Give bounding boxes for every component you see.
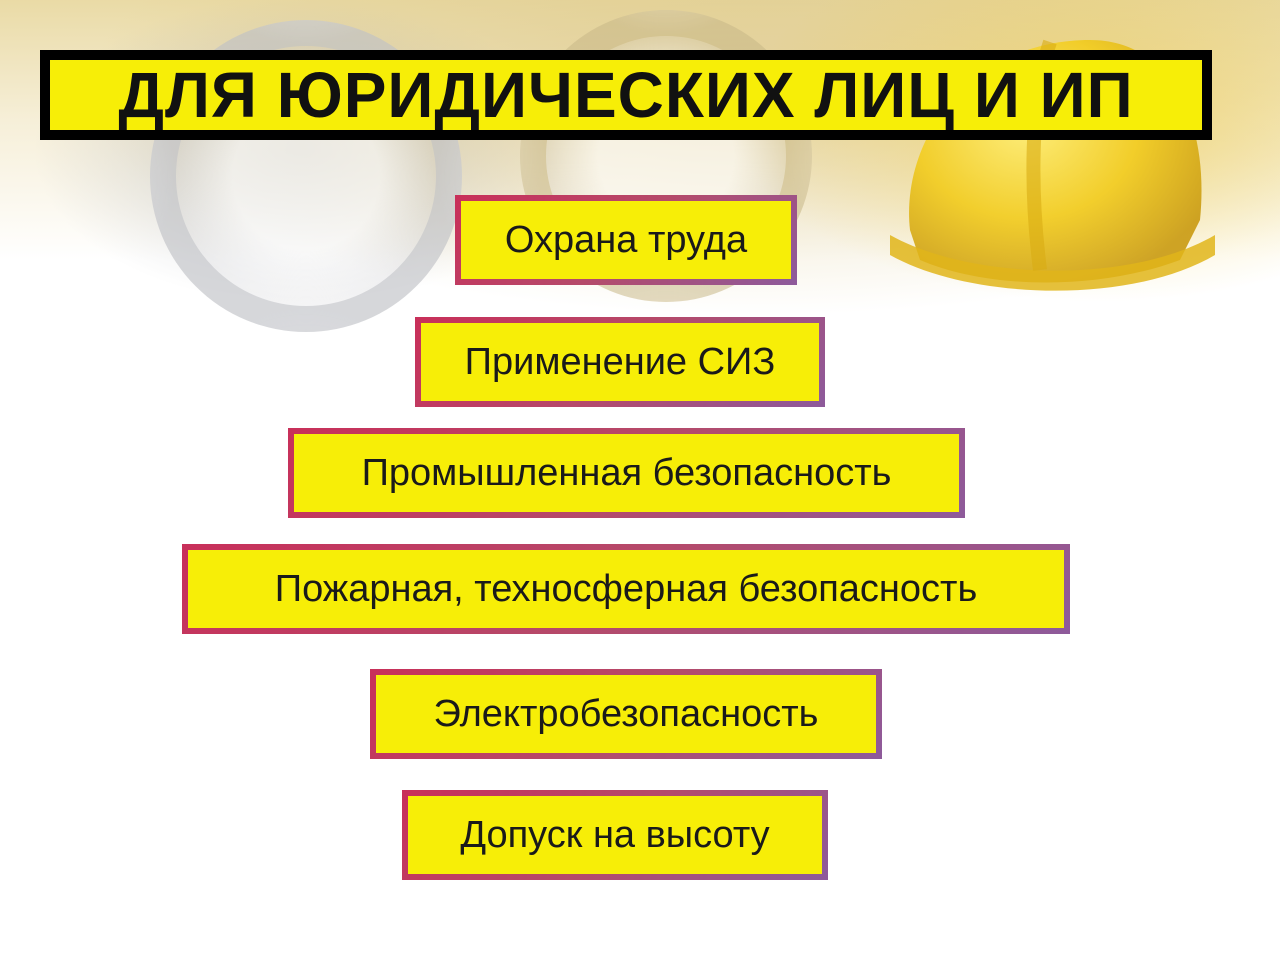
service-button-labor-safety[interactable]: Охрана труда <box>455 195 797 285</box>
service-button-ppe[interactable]: Применение СИЗ <box>415 317 825 407</box>
page-title-frame: ДЛЯ ЮРИДИЧЕСКИХ ЛИЦ И ИП <box>40 50 1212 140</box>
service-label: Охрана труда <box>504 218 748 261</box>
service-button-fire-safety[interactable]: Пожарная, техносферная безопасность <box>182 544 1070 634</box>
service-label: Применение СИЗ <box>464 340 776 383</box>
service-label: Пожарная, техносферная безопасность <box>274 567 978 610</box>
service-button-industrial-safety[interactable]: Промышленная безопасность <box>288 428 965 518</box>
service-label: Допуск на высоту <box>460 813 770 856</box>
service-label: Электробезопасность <box>433 692 819 735</box>
service-button-electrical-safety[interactable]: Электробезопасность <box>370 669 882 759</box>
page-title-box: ДЛЯ ЮРИДИЧЕСКИХ ЛИЦ И ИП <box>50 59 1202 131</box>
page-title: ДЛЯ ЮРИДИЧЕСКИХ ЛИЦ И ИП <box>118 59 1134 131</box>
service-label: Промышленная безопасность <box>361 451 892 494</box>
service-button-height-work[interactable]: Допуск на высоту <box>402 790 828 880</box>
